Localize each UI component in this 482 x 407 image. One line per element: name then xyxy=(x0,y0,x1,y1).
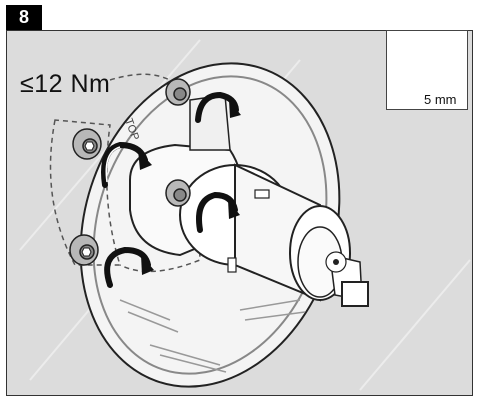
tool-info-box xyxy=(386,30,468,110)
rotate-clockwise-arrow-icon xyxy=(101,91,239,288)
arrow-highlights xyxy=(105,146,121,183)
torque-label: ≤12 Nm xyxy=(20,70,111,98)
step-number: 8 xyxy=(18,7,29,27)
spindle xyxy=(325,251,369,307)
step-number-badge: 8 xyxy=(6,5,42,30)
hex-screw-icon xyxy=(69,78,191,266)
removed-cover-outline xyxy=(49,119,122,266)
tool-size-label: 5 mm xyxy=(424,92,457,107)
arrow-heads xyxy=(138,100,241,275)
